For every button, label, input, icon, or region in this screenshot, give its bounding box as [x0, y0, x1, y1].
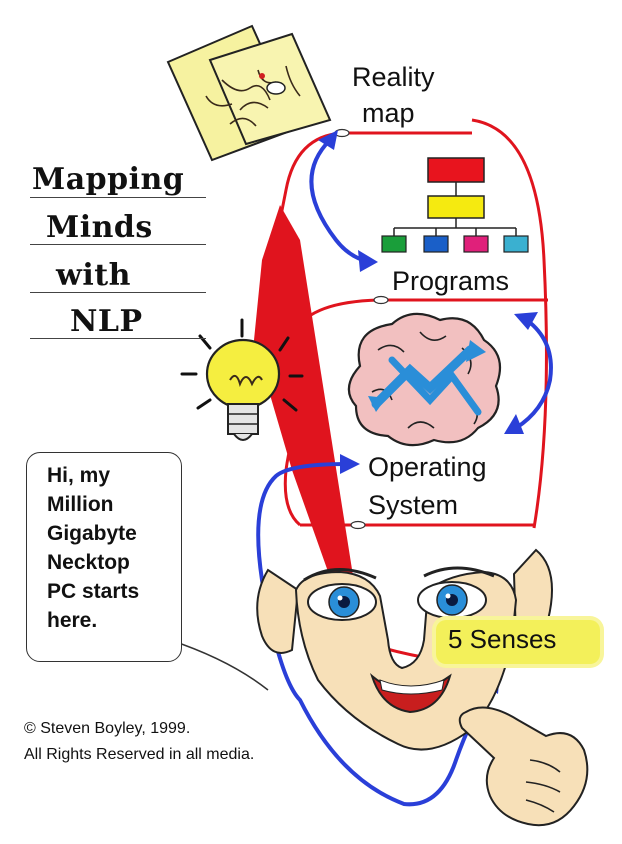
title-line-4: NLP	[70, 304, 143, 339]
senses-highlight	[436, 620, 600, 664]
lightbulb-icon	[180, 318, 304, 441]
operating-system-label-line-2: System	[368, 490, 459, 520]
brain-icon	[347, 312, 502, 447]
bubble-tail	[169, 639, 269, 691]
title-rule	[30, 197, 206, 198]
speech-line: PC starts	[47, 580, 140, 603]
operating-system-label-line-1: Operating	[368, 452, 487, 482]
title-line-1: Mapping	[32, 162, 185, 197]
speech-line: Necktop	[47, 551, 130, 574]
copyright-line-2: All Rights Reserved in all media.	[24, 746, 255, 763]
title-rule	[30, 244, 206, 245]
title-line-3: with	[56, 258, 131, 293]
org-chart-icon	[381, 157, 529, 253]
map-icon	[166, 24, 332, 162]
title-rule	[30, 338, 206, 339]
pointing-hand-icon	[458, 706, 589, 827]
speech-line: here.	[47, 609, 98, 632]
copyright-line-1: © Steven Boyley, 1999.	[24, 720, 191, 737]
programs-label: Programs	[392, 266, 510, 296]
speech-line: Gigabyte	[47, 522, 137, 545]
speech-bubble: Hi, my Million Gigabyte Necktop PC start…	[26, 452, 182, 662]
blue-arrows	[256, 138, 553, 807]
senses-label: 5 Senses	[448, 624, 557, 654]
speech-bubble-text: Hi, my Million Gigabyte Necktop PC start…	[47, 461, 139, 635]
title-rule	[30, 292, 206, 293]
node-dot	[373, 295, 389, 305]
speech-line: Million	[47, 493, 114, 516]
red-funnel	[254, 205, 360, 628]
reality-map-label-line-2: map	[362, 98, 415, 128]
node-dot	[350, 520, 366, 530]
face-icon	[256, 548, 553, 751]
reality-map-label-line-1: Reality	[352, 62, 435, 92]
title-line-2: Minds	[46, 210, 153, 245]
speech-line: Hi, my	[47, 464, 111, 487]
